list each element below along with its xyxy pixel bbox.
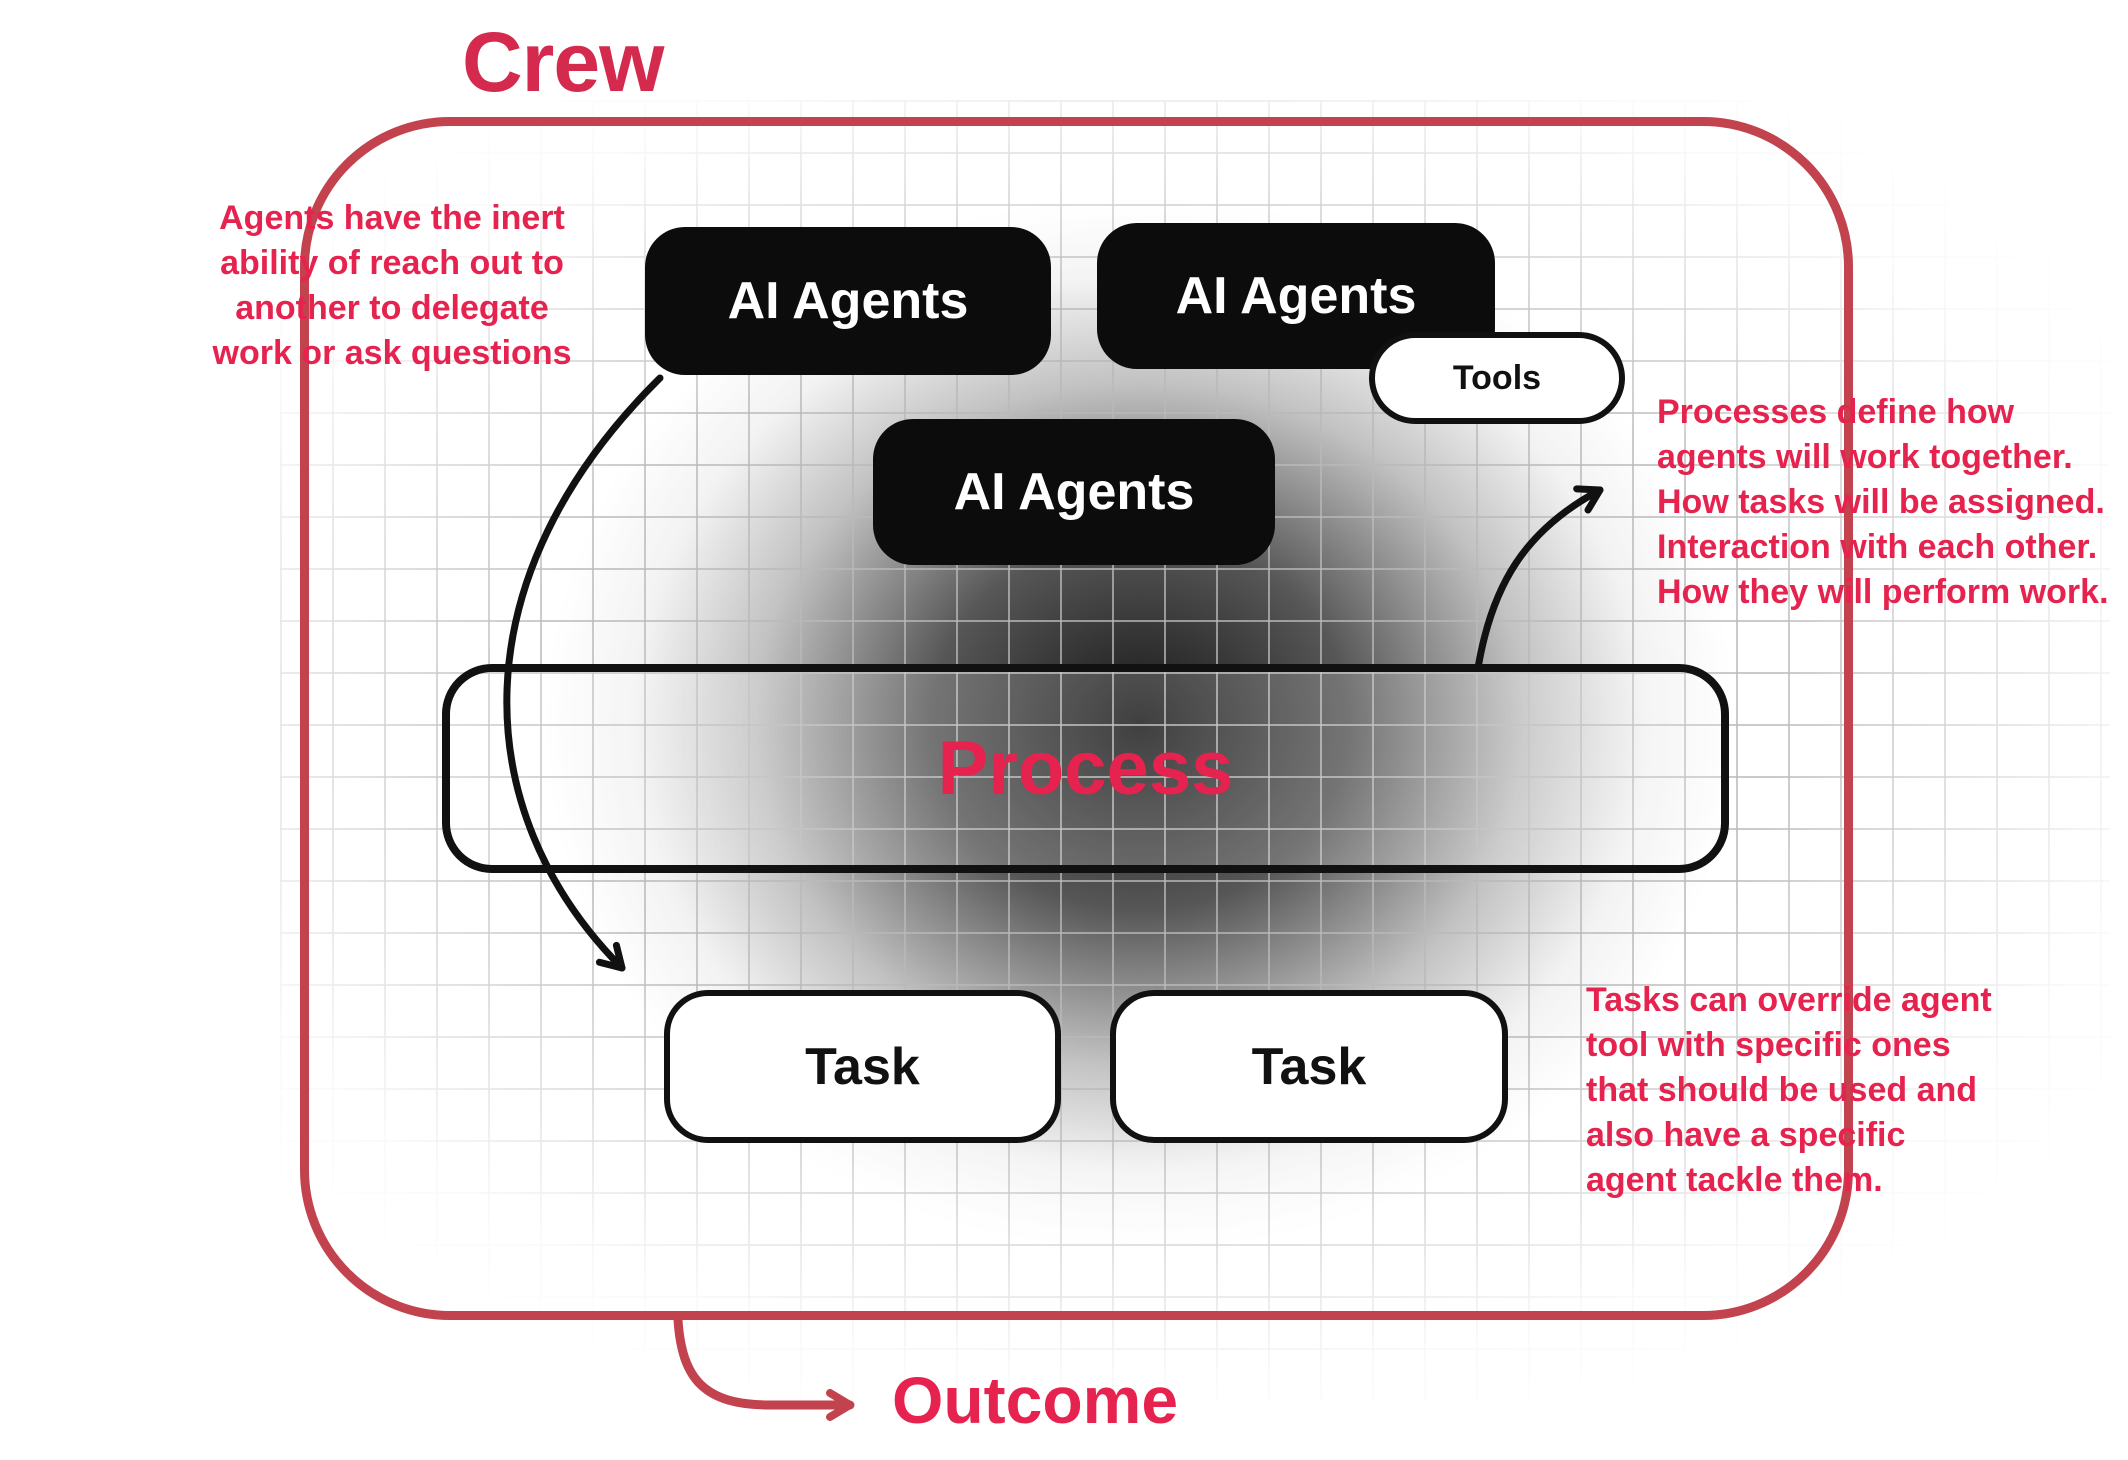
annotation-tasks: Tasks can override agent tool with speci… bbox=[1586, 978, 2061, 1203]
task-box-1: Task bbox=[664, 990, 1061, 1143]
outcome-label: Outcome bbox=[892, 1363, 1179, 1437]
annotation-processes: Processes define how agents will work to… bbox=[1657, 390, 2128, 615]
ai-agents-label: AI Agents bbox=[727, 272, 969, 330]
annotation-line: another to delegate bbox=[235, 289, 549, 327]
tools-label: Tools bbox=[1452, 358, 1542, 397]
annotation-line: How they will perform work. bbox=[1657, 573, 2109, 611]
ai-agents-label: AI Agents bbox=[1175, 267, 1417, 325]
annotation-line: agents will work together. bbox=[1657, 438, 2073, 476]
annotation-delegation: Agents have the inert ability of reach o… bbox=[186, 196, 598, 376]
process-label: Process bbox=[937, 726, 1234, 811]
ai-agents-box-3: AI Agents bbox=[873, 419, 1275, 565]
annotation-line: tool with specific ones bbox=[1586, 1026, 1951, 1064]
task-label: Task bbox=[805, 1037, 920, 1096]
crew-title: Crew bbox=[462, 15, 664, 109]
process-box: Process bbox=[442, 664, 1729, 873]
annotation-line: How tasks will be assigned. bbox=[1657, 483, 2105, 521]
annotation-line: Agents have the inert bbox=[219, 199, 565, 237]
ai-agents-label: AI Agents bbox=[953, 463, 1195, 521]
task-label: Task bbox=[1251, 1037, 1367, 1096]
annotation-line: that should be used and bbox=[1586, 1071, 1978, 1109]
annotation-line: agent tackle them. bbox=[1586, 1161, 1883, 1199]
task-box-2: Task bbox=[1110, 990, 1508, 1143]
annotation-line: Interaction with each other. bbox=[1657, 528, 2098, 566]
tools-box: Tools bbox=[1369, 332, 1625, 424]
annotation-line: Tasks can override agent bbox=[1586, 981, 1992, 1019]
annotation-line: Processes define how bbox=[1657, 393, 2015, 431]
annotation-line: ability of reach out to bbox=[220, 244, 564, 282]
annotation-line: also have a specific bbox=[1586, 1116, 1906, 1154]
crew-boundary-border bbox=[300, 117, 1853, 1320]
ai-agents-box-1: AI Agents bbox=[645, 227, 1051, 375]
annotation-line: work or ask questions bbox=[212, 334, 572, 372]
